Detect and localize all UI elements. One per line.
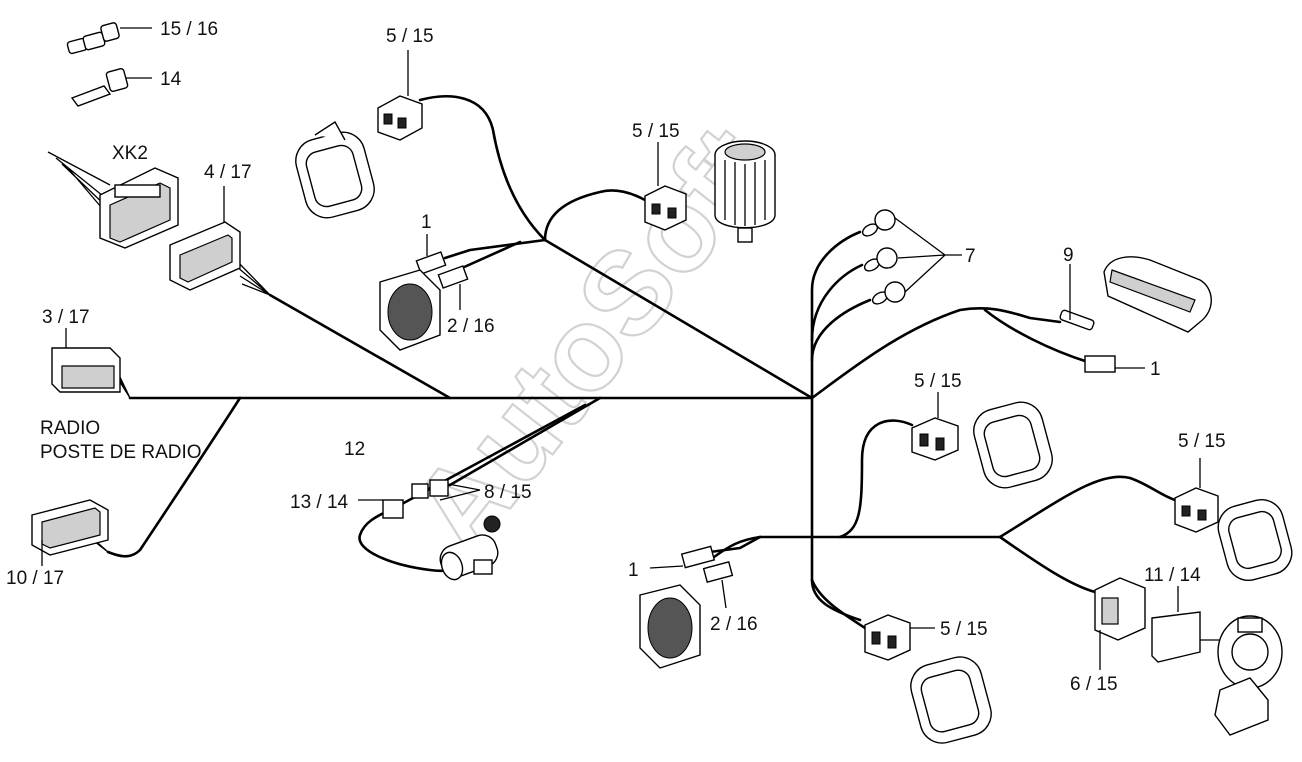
connector-2-16-bottom [702,561,734,609]
relay-5-15-bottom [864,614,935,661]
beacon-lamp-icon [714,140,776,243]
label-13-14: 13 / 14 [290,492,349,513]
connector-1-bottom [649,545,716,569]
label-4-17: 4 / 17 [204,162,252,183]
label-2-16-bottom: 2 / 16 [710,614,758,635]
horn-icon-bottom [910,656,992,744]
label-8-15: 8 / 15 [484,482,532,503]
connector-4-17-icon [169,186,241,291]
label-7: 7 [965,246,976,267]
interior-lamp-icon [1103,256,1212,333]
label-5-15-mid: 5 / 15 [632,121,680,142]
label-14: 14 [160,69,182,90]
label-9: 9 [1063,245,1074,266]
label-6-15: 6 / 15 [1070,674,1118,695]
label-5-15-far-right: 5 / 15 [1178,431,1226,452]
label-1-bottom: 1 [628,560,639,581]
connector-8-15-icon [411,479,481,501]
callout-labels: 15 / 16 14 XK2 4 / 17 3 / 17 RADIO POSTE… [6,19,1226,695]
label-poste-de-radio: POSTE DE RADIO [40,442,202,463]
label-5-15-bottom: 5 / 15 [940,619,988,640]
connector-10-17-icon [31,499,109,566]
speaker-icon-top [379,269,441,351]
connector-2-16-top [437,265,469,310]
relay-5-15-far-right [1174,458,1219,533]
connector-3-17-icon [51,328,121,393]
terminal-9-icon [1059,264,1095,331]
label-xk2: XK2 [112,143,148,164]
label-3-17: 3 / 17 [42,307,90,328]
label-1-right: 1 [1150,359,1161,380]
label-5-15-top: 5 / 15 [386,26,434,47]
relay-5-15-top [377,50,423,141]
label-15-16: 15 / 16 [160,19,218,40]
wiper-motor-icon [1200,615,1283,736]
horn-icon-top-left [295,121,375,219]
speaker-icon-bottom [639,584,701,669]
horn-icon-far-right [1217,498,1293,582]
connector-1-top [415,234,447,275]
label-11-14: 11 / 14 [1144,565,1201,586]
label-10-17: 10 / 17 [6,568,64,589]
label-2-16-top: 2 / 16 [447,316,495,337]
ring-terminals-7 [861,209,962,305]
connector-6-15-icon [1094,577,1146,670]
horn-icon-mid-right [973,401,1053,489]
solenoid-icon [439,515,501,581]
connector-13-14-icon [358,499,404,519]
relay-5-15-horn-right [911,392,959,461]
connector-1-right [1084,355,1145,373]
blade-terminal-icon [70,67,152,107]
label-5-15-horn-right: 5 / 15 [914,371,962,392]
label-12: 12 [344,439,365,460]
xk2-connector-icon [47,151,179,249]
module-11-14-icon [1151,586,1201,663]
relay-5-15-mid [644,142,687,231]
label-1-top: 1 [421,212,432,233]
label-radio: RADIO [40,418,100,439]
flat-terminal-icon [66,22,152,55]
